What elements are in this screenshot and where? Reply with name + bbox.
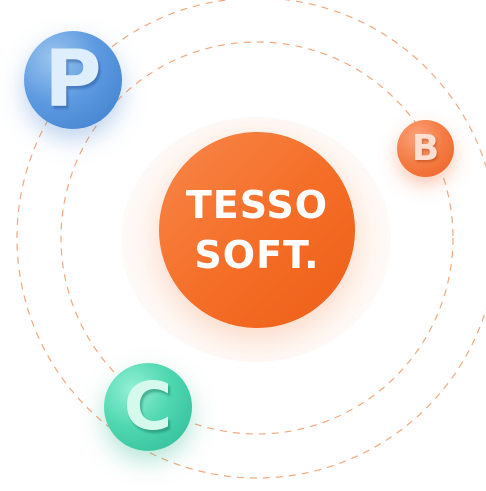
planet-p-icon: P (24, 31, 122, 129)
planet-b-letter: B (411, 127, 440, 169)
logo-text-line-2: SOFT. (194, 233, 320, 277)
planet-p-letter: P (44, 35, 102, 125)
inner-orbit (60, 41, 454, 435)
logo-text-line-1: TESSO (185, 183, 329, 227)
planet-b-icon: B (397, 120, 454, 177)
planet-c-letter: C (123, 368, 173, 445)
planet-c-icon: C (104, 363, 192, 451)
logo-core-circle: TESSO SOFT. (159, 132, 355, 328)
